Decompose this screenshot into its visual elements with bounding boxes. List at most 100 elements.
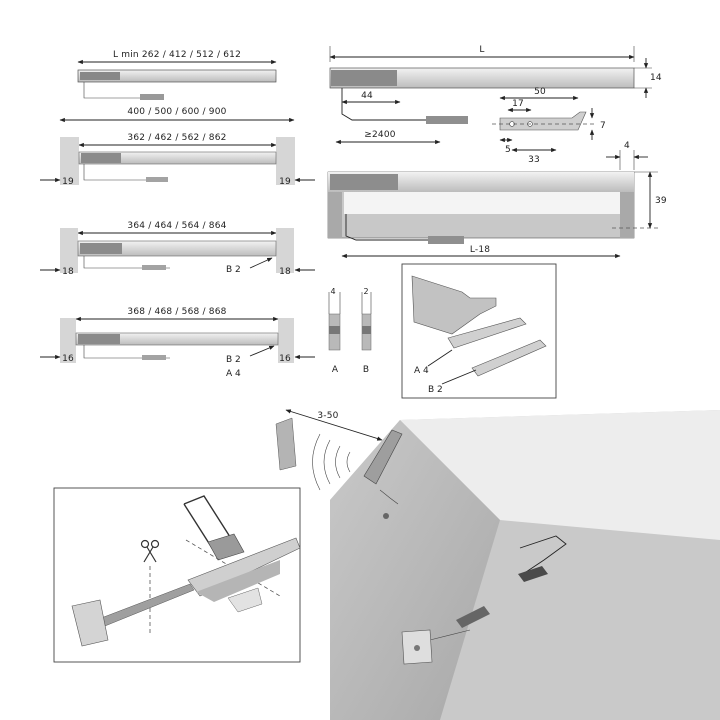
- led-profile-3d: [363, 429, 403, 485]
- hand-profile-sketch: [275, 417, 297, 471]
- len19-label: 362 / 462 / 562 / 862: [127, 133, 226, 143]
- cable: [345, 214, 440, 241]
- side-panel-right: [276, 228, 294, 273]
- clip-a-dim: 4: [330, 287, 335, 296]
- clip-a-part: [447, 317, 527, 349]
- cabinet-side-right: [620, 192, 634, 238]
- led-profile: [75, 332, 279, 346]
- profile-end-cap: [80, 243, 122, 254]
- range-label: 3-50: [317, 411, 338, 421]
- profile-lower-face: [196, 560, 280, 602]
- led-profile: [77, 69, 277, 83]
- cable: [83, 256, 170, 269]
- side-panel-left: [60, 228, 78, 273]
- screw-detail: [379, 489, 399, 505]
- cable: [83, 345, 170, 359]
- cable: [341, 88, 440, 121]
- profile-end-cap: [81, 153, 121, 163]
- clip-b-label: B: [363, 365, 369, 375]
- d5-label: 5: [505, 145, 511, 155]
- range-dimension-line: [285, 409, 383, 441]
- led-profile-installed: [328, 172, 634, 192]
- lmin-label: L min 262 / 412 / 512 / 612: [113, 50, 241, 60]
- connector: [142, 355, 166, 360]
- side-panel-right: [278, 318, 294, 363]
- side18-right: 18: [279, 267, 291, 277]
- profile-end-cap: [78, 334, 120, 344]
- d17-label: 17: [512, 99, 524, 109]
- driver-3d: [518, 566, 548, 582]
- clip-a-slot: [329, 326, 340, 334]
- cap-hole: [414, 645, 420, 651]
- b2-label: B 2: [226, 355, 241, 365]
- clip-b-part: [471, 339, 547, 377]
- len18-label: 364 / 464 / 564 / 864: [127, 221, 226, 231]
- cabinet-3d-view: 3-50: [275, 409, 720, 720]
- clip-b-dim: 2: [363, 287, 368, 296]
- mounting-bracket: [499, 111, 587, 131]
- d33-label: 33: [528, 155, 540, 165]
- side18-left: 18: [62, 267, 74, 277]
- cut-line: [185, 539, 281, 597]
- side16-left: 16: [62, 354, 74, 364]
- b2-detail-label: B 2: [428, 385, 443, 395]
- cabinet-front-face: [330, 420, 500, 720]
- cable-3d: [519, 535, 567, 577]
- switch-3d: [456, 606, 490, 628]
- connector: [428, 236, 464, 244]
- motion-sensor-waves-icon: [312, 433, 351, 491]
- d2400-label: ≥2400: [364, 130, 396, 140]
- b2-leader: [249, 345, 275, 357]
- profile-end-cap: [331, 70, 397, 86]
- profile-end-view: [411, 275, 497, 335]
- side19-left: 19: [62, 177, 74, 187]
- mount-19-group: 400 / 500 / 600 / 900 362 / 462 / 562 / …: [40, 107, 315, 187]
- l-profile-group: L 14 44 ≥2400: [329, 45, 662, 145]
- b2-leader: [249, 257, 273, 269]
- side19-right: 19: [279, 177, 291, 187]
- cable: [83, 164, 160, 181]
- cutting-instruction-box: [53, 487, 301, 663]
- cabinet-opening: [344, 192, 620, 214]
- a4-detail-label: A 4: [414, 366, 429, 376]
- clip-profiles-group: 4 A 2 B: [328, 287, 372, 375]
- d50-label: 50: [534, 87, 546, 97]
- mount-16-group: 368 / 468 / 568 / 868 B 2 A 4 16 16: [40, 307, 315, 379]
- profile-end-cap: [80, 72, 120, 80]
- cabinet-side-left: [328, 192, 342, 238]
- screw: [383, 513, 389, 519]
- h14-label: 14: [650, 73, 662, 83]
- led-profile: [78, 151, 277, 165]
- profile-being-cut: [187, 537, 301, 597]
- connector: [426, 116, 468, 124]
- connector: [142, 265, 166, 270]
- hacksaw-icon: [183, 495, 245, 561]
- connector: [146, 177, 168, 182]
- strip-end-cap: [71, 599, 109, 647]
- d4-label: 4: [624, 141, 630, 151]
- lmin-connector: [140, 94, 164, 100]
- bracket-dimension-group: 50 17 7 5 33: [492, 87, 606, 165]
- lmin-profile-group: L min 262 / 412 / 512 / 612: [77, 50, 277, 100]
- d7-label: 7: [600, 121, 606, 131]
- led-profile: [77, 240, 277, 257]
- a4-label: A 4: [226, 369, 241, 379]
- clip-detail-box: A 4 B 2: [401, 263, 557, 399]
- side-panel-left: [60, 318, 76, 363]
- d44-label: 44: [361, 91, 373, 101]
- cabinet-underside: [400, 410, 720, 540]
- d39-label: 39: [655, 196, 667, 206]
- len16-label: 368 / 468 / 568 / 868: [127, 307, 226, 317]
- cable-3d: [429, 629, 471, 641]
- b2-label: B 2: [226, 265, 241, 275]
- b2-leader: [441, 369, 477, 385]
- clip-a-label: A: [332, 365, 339, 375]
- mount-18-group: 364 / 464 / 564 / 864 B 2 18 18: [40, 221, 315, 277]
- a4-leader: [427, 349, 453, 367]
- l-label: L: [479, 45, 484, 55]
- side16-right: 16: [279, 354, 291, 364]
- led-profile-long: [329, 67, 635, 89]
- l18-label: L-18: [470, 245, 490, 255]
- cut-offcut: [227, 587, 263, 613]
